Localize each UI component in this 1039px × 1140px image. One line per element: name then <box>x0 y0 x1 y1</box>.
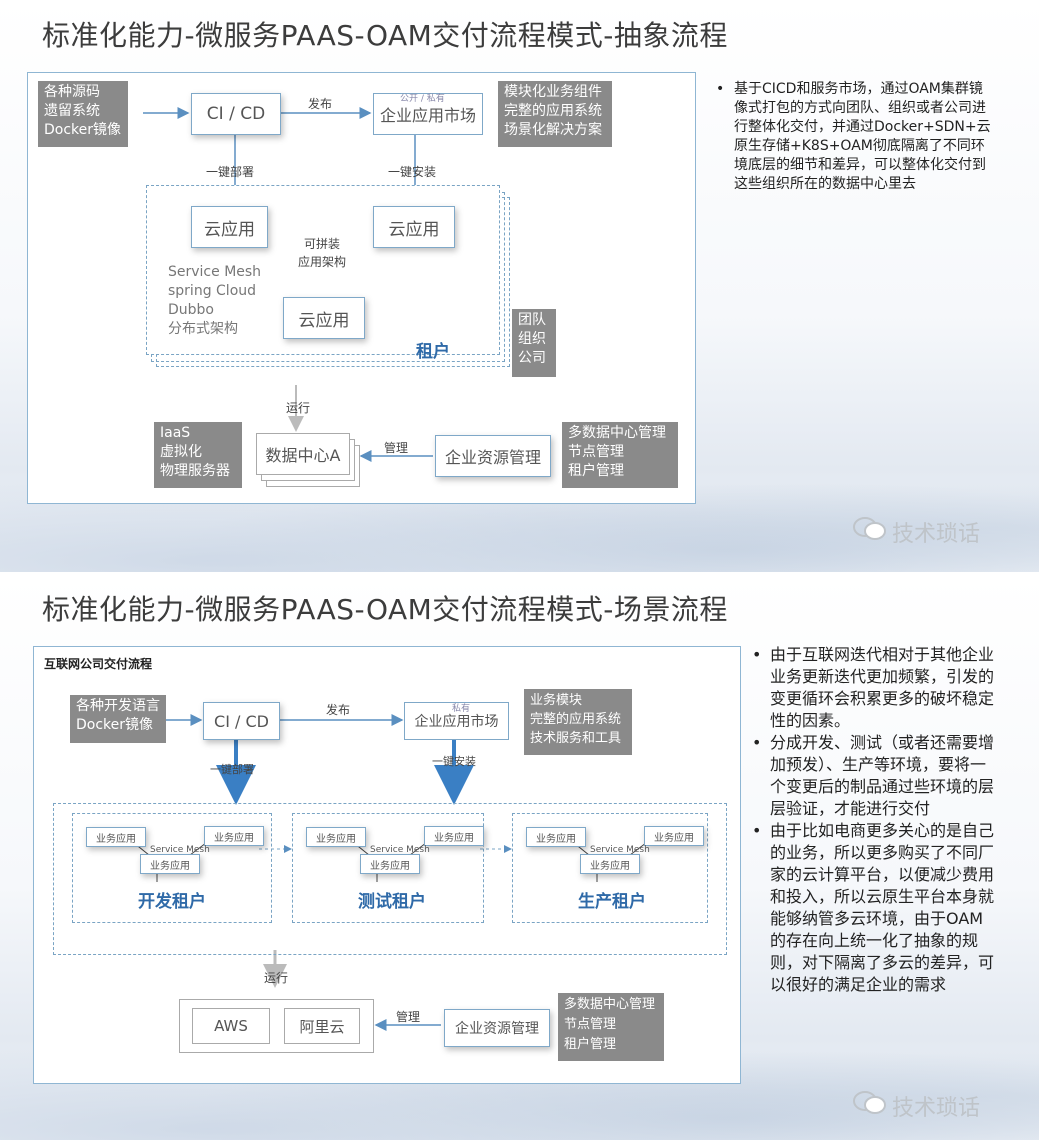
mgmt-box: 多数据中心管理 节点管理 租户管理 <box>562 422 678 488</box>
service-mesh-label: Service Mesh <box>150 845 210 855</box>
cloud-app-bottom: 云应用 <box>283 297 365 339</box>
mgmt-box: 多数据中心管理 节点管理 租户管理 <box>558 993 664 1061</box>
wechat-icon <box>852 1090 888 1122</box>
tenant-prod <box>512 813 708 923</box>
note-item: 分成开发、测试（或者还需要增加预发）、生产等环境，要将一个变更后的制品通过些环境… <box>748 732 994 820</box>
slide1-notes: 基于CICD和服务市场，通过OAM集群镜像式打包的方式向团队、组织或者公司进行整… <box>712 80 992 194</box>
connectors <box>133 714 647 1031</box>
biz-app-box: 业务应用 <box>306 827 366 847</box>
tenant-label-prod: 生产租户 <box>578 892 646 912</box>
components-box: 模块化业务组件 完整的应用系统 场景化解决方案 <box>498 81 612 147</box>
tenant-label-test: 测试租户 <box>358 892 426 912</box>
components-box: 业务模块 完整的应用系统 技术服务和工具 <box>524 689 632 755</box>
panel-title: 互联网公司交付流程 <box>44 657 153 671</box>
biz-app-box: 业务应用 <box>644 826 704 846</box>
note-item: 基于CICD和服务市场，通过OAM集群镜像式打包的方式向团队、组织或者公司进行整… <box>712 80 992 194</box>
watermark: 技术琐话 <box>852 516 980 548</box>
architecture-list: Service Mesh spring Cloud Dubbo 分布式架构 <box>168 264 262 337</box>
biz-app-box: 业务应用 <box>526 827 586 847</box>
note-item: 由于比如电商更多关心的是自己的业务，所以更多购买了不同厂家的云计算平台，以便减少… <box>748 820 994 996</box>
note-item: 由于互联网迭代相对于其他企业业务更新迭代更加频繁，引发的变更循环会积累更多的破坏… <box>748 644 994 732</box>
manage-label: 管理 <box>384 441 409 455</box>
tenant-label-dev: 开发租户 <box>138 892 206 912</box>
manage-label: 管理 <box>396 1010 421 1024</box>
source-box: 各种开发语言 Docker镜像 <box>70 695 166 743</box>
environments-container <box>53 803 727 955</box>
erm-box: 企业资源管理 <box>444 1009 550 1047</box>
publish-label: 发布 <box>326 703 351 717</box>
tenant-dev <box>72 813 272 923</box>
cloud-app-right: 云应用 <box>373 206 455 248</box>
deploy-label: 一键部署 <box>210 763 254 776</box>
biz-app-box: 业务应用 <box>360 854 420 874</box>
aliyun-box: 阿里云 <box>284 1008 360 1044</box>
run-label: 运行 <box>286 401 311 415</box>
slide-abstract-flow: 标准化能力-微服务PAAS-OAM交付流程模式-抽象流程 各种源码 遗留系统 D… <box>0 0 1039 572</box>
slide-scenario-flow: 标准化能力-微服务PAAS-OAM交付流程模式-场景流程 <box>0 576 1039 1140</box>
install-label: 一键安装 <box>432 755 476 768</box>
deploy-label: 一键部署 <box>206 165 255 179</box>
tenant-test <box>292 813 484 923</box>
datacenter-box: 数据中心A <box>256 433 350 475</box>
biz-app-box: 业务应用 <box>86 827 146 847</box>
service-mesh-label: Service Mesh <box>590 845 650 855</box>
biz-app-box: 业务应用 <box>204 826 264 846</box>
service-mesh-label: Service Mesh <box>370 845 430 855</box>
infra-box: IaaS 虚拟化 物理服务器 <box>154 422 242 488</box>
watermark-text: 技术琐话 <box>892 522 981 547</box>
biz-app-box: 业务应用 <box>424 826 484 846</box>
market-tag: 私有 <box>452 704 471 714</box>
slide2-notes: 由于互联网迭代相对于其他企业业务更新迭代更加频繁，引发的变更循环会积累更多的破坏… <box>748 644 994 996</box>
run-label: 运行 <box>264 971 289 985</box>
erm-box: 企业资源管理 <box>435 435 551 477</box>
wechat-icon <box>852 516 888 548</box>
app-market-box: 企业应用市场 <box>404 702 509 740</box>
tenant-label: 租户 <box>416 342 450 362</box>
watermark: 技术琐话 <box>852 1090 980 1122</box>
biz-app-box: 业务应用 <box>580 854 640 874</box>
source-box: 各种源码 遗留系统 Docker镜像 <box>38 81 128 147</box>
cicd-box: CI / CD <box>191 93 281 135</box>
composable-label: 可拼装 应用架构 <box>298 237 347 269</box>
market-tag: 公开 / 私有 <box>400 94 445 104</box>
tenant-types-box: 团队 组织 公司 <box>512 309 556 377</box>
watermark-text: 技术琐话 <box>892 1096 981 1121</box>
diagram-panel: 各种源码 遗留系统 Docker镜像 CI / CD 发布 企业应用市场 公开 … <box>27 72 696 504</box>
slide-title: 标准化能力-微服务PAAS-OAM交付流程模式-场景流程 <box>42 593 728 626</box>
publish-label: 发布 <box>308 97 333 111</box>
diagram-panel: 互联网公司交付流程 各种开发语言 Docker镜像 CI / CD 发布 企业应… <box>33 646 741 1084</box>
install-label: 一键安装 <box>388 165 437 179</box>
slide-title: 标准化能力-微服务PAAS-OAM交付流程模式-抽象流程 <box>42 19 728 52</box>
cloud-app-left: 云应用 <box>191 206 268 248</box>
biz-app-box: 业务应用 <box>140 854 200 874</box>
aws-box: AWS <box>192 1008 270 1044</box>
app-market-box: 企业应用市场 <box>373 93 483 135</box>
cicd-box: CI / CD <box>203 702 280 740</box>
